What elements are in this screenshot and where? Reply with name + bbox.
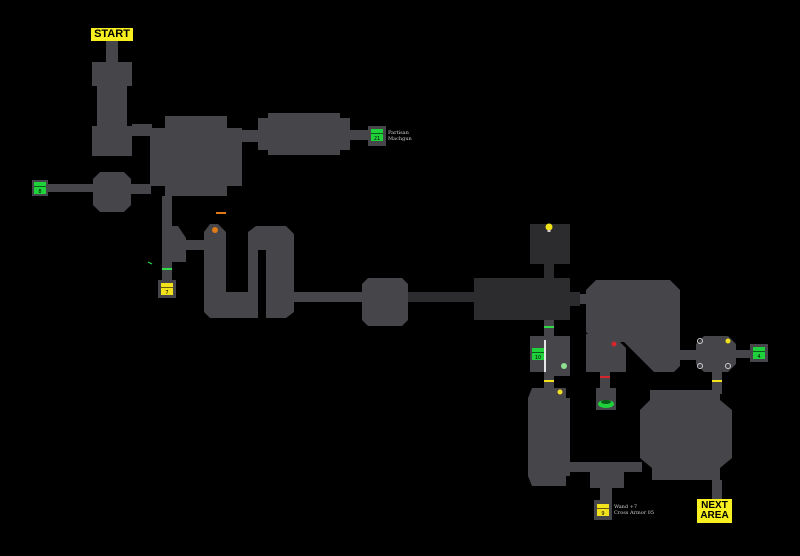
chest-21-loot: Partisan Machgun [388,130,412,142]
corridor-tall-to-south [570,462,590,472]
corridor-to-serpent [186,240,204,250]
markers [147,223,731,408]
loot-line: Partisan [388,130,409,136]
corridor-switch-south [600,372,610,390]
loot-line: Machgun [388,136,412,142]
chest-9-loot: Wand +7 Cross Armor 05 [614,504,654,516]
door-yellow-tall [544,380,554,382]
chest-10-room [530,336,570,376]
chest-number: 10 [535,355,541,361]
tall-south-room [528,388,570,486]
loot-line: Wand +7 [614,504,638,510]
chest-7[interactable]: 7 [158,280,176,298]
angled-room [586,280,680,372]
loot-line: Cross Armor 05 [614,510,655,516]
door-white-chest-10 [544,340,546,372]
corridor-main-south [162,196,172,226]
door-red-switch [600,376,610,378]
west-room [93,172,131,212]
door-green-left [162,268,172,270]
chest-9[interactable]: 9 [594,500,612,520]
door-orange [216,212,226,214]
corridor-octagon-south [712,372,722,394]
pit-icon [598,400,614,408]
start-label: START [91,28,133,41]
next-area-line-1: NEXT [701,500,728,511]
treasure-chest-icon [597,504,609,516]
switch-icon[interactable] [212,227,218,233]
dark-hall [474,278,580,320]
switch-icon[interactable] [697,363,703,369]
next-area-label: NEXT AREA [697,499,732,523]
treasure-chest-icon [753,347,765,359]
treasure-chest-icon [532,348,544,360]
switch-icon[interactable] [611,341,617,347]
light-bulb-icon [545,223,553,232]
corridor-main-to-east [242,130,258,142]
east-room [258,113,350,155]
chest-number: 8 [38,189,41,195]
chest-21[interactable]: 21 [368,126,386,146]
long-corridor-west [294,292,364,302]
chest-8[interactable]: 8 [32,180,48,196]
chest-10[interactable]: 10 [532,348,544,361]
corridor-west-to-main [131,184,151,194]
chest-number: 21 [374,136,380,142]
switch-icon[interactable] [725,363,731,369]
corridor-to-next-area [712,480,722,500]
door-green-hall [544,326,554,328]
switch-icon[interactable] [725,338,731,344]
treasure-chest-icon [161,283,173,295]
chest-number: 4 [757,354,760,360]
corridor-hub-to-east [624,462,642,472]
corridor-start-to-main [132,124,152,136]
south-east-room [640,390,732,480]
corridor-hall-to-octagon [580,294,590,304]
arrow-icon [147,261,153,265]
door-yellow-octagon [712,380,722,382]
south-hub [590,462,624,500]
switch-icon[interactable] [697,338,703,344]
start-corridor [106,40,118,62]
middle-room [362,278,408,326]
bulb-alcove-link [544,262,554,280]
switch-icon[interactable] [561,363,567,369]
treasure-chest-icon [34,182,46,194]
corridor-tall-room-north [544,376,554,390]
octagon-room [696,336,736,372]
side-passage [162,226,186,262]
main-room [150,116,242,196]
chest-number: 9 [601,511,604,517]
long-corridor-east [408,292,476,302]
start-room [92,62,132,156]
corridor-west-to-chest [48,184,94,192]
chest-number: 7 [165,290,168,296]
corridor-to-chest-4 [736,350,752,358]
corridor-to-chest-7 [162,262,172,280]
treasure-chest-icon [371,129,383,141]
next-area-line-2: AREA [700,510,729,521]
serpentine-room [204,224,294,318]
switch-icon[interactable] [557,389,563,395]
doors [162,212,722,382]
chest-4[interactable]: 4 [750,344,768,362]
corridor-east-to-chest [350,130,368,140]
corridor-to-octagon-east [680,350,698,360]
